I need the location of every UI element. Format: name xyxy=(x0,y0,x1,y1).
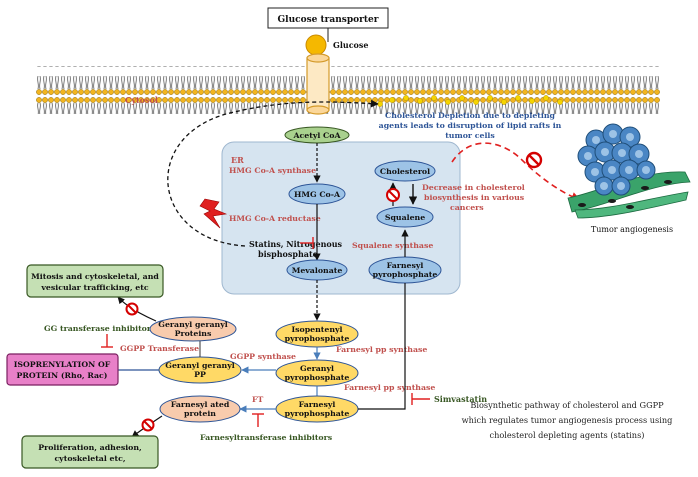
acetyl-coa-node: Acetyl CoA xyxy=(284,126,350,144)
svg-text:pyrophosphate: pyrophosphate xyxy=(373,270,438,279)
ggpp-transferase-label: GGPP Transferase xyxy=(120,344,199,353)
statins-line-1: Statins, Nitrogenous xyxy=(249,239,343,249)
tumor-angiogenesis-label: Tumor angiogenesis xyxy=(591,225,673,234)
farnesyl-to-er-line xyxy=(358,283,406,410)
svg-text:Geranyl: Geranyl xyxy=(300,364,334,373)
svg-text:Farnesyl: Farnesyl xyxy=(299,400,336,409)
decrease-line-3: cancers xyxy=(450,203,484,212)
ft-inhibitors-label: Farnesyltransferase inhibitors xyxy=(200,433,333,442)
caption-line: cholesterol depleting agents (statins) xyxy=(489,430,645,440)
er-label: ER xyxy=(231,155,244,165)
depletion-line-2: agents leads to disruption of lipid raft… xyxy=(379,121,562,130)
geranyl-geranyl-pp-node: Geranyl geranyl PP xyxy=(158,356,242,384)
geranyl-geranyl-proteins-node: Geranyl geranyl Proteins xyxy=(149,316,237,342)
ggpp-synthase-label: GGPP synthase xyxy=(230,352,296,361)
svg-text:Acetyl CoA: Acetyl CoA xyxy=(292,131,341,140)
svg-text:PP: PP xyxy=(194,370,206,379)
statins-feedback-arrow xyxy=(167,99,379,247)
tumor-cluster-icon xyxy=(567,123,691,219)
depletion-line-1: Cholesterol Depletion due to depleting xyxy=(385,111,556,120)
figure-caption: Biosynthetic pathway of cholesterol and … xyxy=(438,398,696,443)
farnesyl-pp-er-node: Farnesyl pyrophosphate xyxy=(368,256,442,284)
svg-text:ISOPRENYLATION OF: ISOPRENYLATION OF xyxy=(14,360,111,369)
isoprenylation-outcome-box: ISOPRENYLATION OF PROTEIN (Rho, Rac) xyxy=(6,353,119,386)
fpp-synthase-label-1: Farnesyl pp synthase xyxy=(336,345,427,354)
glucose-label: Glucose xyxy=(333,40,369,50)
svg-text:pyrophosphate: pyrophosphate xyxy=(285,334,350,343)
svg-text:Geranyl geranyl: Geranyl geranyl xyxy=(165,361,234,370)
proliferation-block-icon xyxy=(141,418,155,432)
caption-line: which regulates tumor angiogenesis proce… xyxy=(461,415,673,425)
caption-line: Biosynthetic pathway of cholesterol and … xyxy=(470,400,664,410)
simvastatin-label: Simvastatin xyxy=(434,394,487,404)
isopentenyl-node: Isopentenyl pyrophosphate xyxy=(275,320,359,348)
squalene-synthase-label: Squalene synthase xyxy=(352,241,433,250)
svg-text:Geranyl geranyl: Geranyl geranyl xyxy=(158,320,227,329)
geranyl-pp-node: Geranyl pyrophosphate xyxy=(275,359,359,387)
svg-text:PROTEIN (Rho, Rac): PROTEIN (Rho, Rac) xyxy=(17,371,108,380)
ggpp-transferase-inhibition-mark xyxy=(101,334,113,348)
glucose-transporter-label: Glucose transporter xyxy=(277,15,378,25)
cholesterol-block-icon xyxy=(386,188,400,202)
svg-text:Isopentenyl: Isopentenyl xyxy=(291,325,342,334)
svg-text:Proteins: Proteins xyxy=(175,329,212,338)
svg-text:HMG Co-A: HMG Co-A xyxy=(294,190,341,199)
statins-line-2: bisphosphate xyxy=(258,249,318,259)
svg-text:pyrophosphate: pyrophosphate xyxy=(285,409,350,418)
ft-label: FT xyxy=(252,395,264,404)
mitosis-outcome-box: Mitosis and cytoskeletal, and vesicular … xyxy=(26,264,164,298)
mevalonate-node: Mevalonate xyxy=(286,259,348,281)
statins-inhibition-mark xyxy=(300,237,314,249)
farnesylated-protein-node: Farnesyl ated protein xyxy=(159,395,241,423)
svg-text:Mitosis and cytoskeletal, and: Mitosis and cytoskeletal, and xyxy=(31,272,159,281)
svg-text:cytoskeletal etc,: cytoskeletal etc, xyxy=(54,454,125,463)
decrease-line-1: Decrease in cholesterol xyxy=(422,183,525,192)
farnesyl-pp-node: Farnesyl pyrophosphate xyxy=(275,395,359,423)
svg-text:protein: protein xyxy=(184,409,216,418)
proliferation-outcome-box: Proliferation, adhesion, cytoskeletal et… xyxy=(21,435,159,469)
depletion-line-3: tumor cells xyxy=(445,131,495,140)
svg-text:Farnesyl ated: Farnesyl ated xyxy=(171,400,230,409)
hmg-coa-node: HMG Co-A xyxy=(288,183,346,205)
decrease-line-2: biosynthesis in various xyxy=(424,193,525,202)
squalene-node: Squalene xyxy=(376,206,434,228)
gg-inhibitors-label: GG transferase inhibitors xyxy=(44,324,156,333)
cytosol-label: Cytosol xyxy=(125,95,158,105)
hmg-reductase-label: HMG Co-A reductase xyxy=(229,214,321,223)
cholesterol-to-tumor-arrow xyxy=(451,142,581,202)
ft-inhibition-mark xyxy=(252,413,264,427)
mitosis-block-icon xyxy=(125,302,139,316)
svg-text:vesicular trafficking, etc: vesicular trafficking, etc xyxy=(40,283,148,292)
svg-text:Cholesterol: Cholesterol xyxy=(380,167,430,176)
glucose-transporter xyxy=(267,7,389,115)
svg-text:pyrophosphate: pyrophosphate xyxy=(285,373,350,382)
svg-text:Proliferation, adhesion,: Proliferation, adhesion, xyxy=(38,443,142,452)
tumor-block-icon xyxy=(525,151,543,169)
glucose-molecules xyxy=(377,95,563,107)
svg-text:Squalene: Squalene xyxy=(385,213,425,222)
cell-membrane xyxy=(36,66,660,114)
cholesterol-node: Cholesterol xyxy=(374,160,436,182)
simvastatin-inhibition-mark xyxy=(411,393,430,405)
svg-text:Mevalonate: Mevalonate xyxy=(292,266,343,275)
svg-text:Farnesyl: Farnesyl xyxy=(387,261,424,270)
hmg-synthase-label: HMG Co-A synthase xyxy=(229,166,316,175)
lightning-icon xyxy=(199,198,228,229)
fpp-synthase-label-2: Farnesyl pp synthase xyxy=(344,383,435,392)
